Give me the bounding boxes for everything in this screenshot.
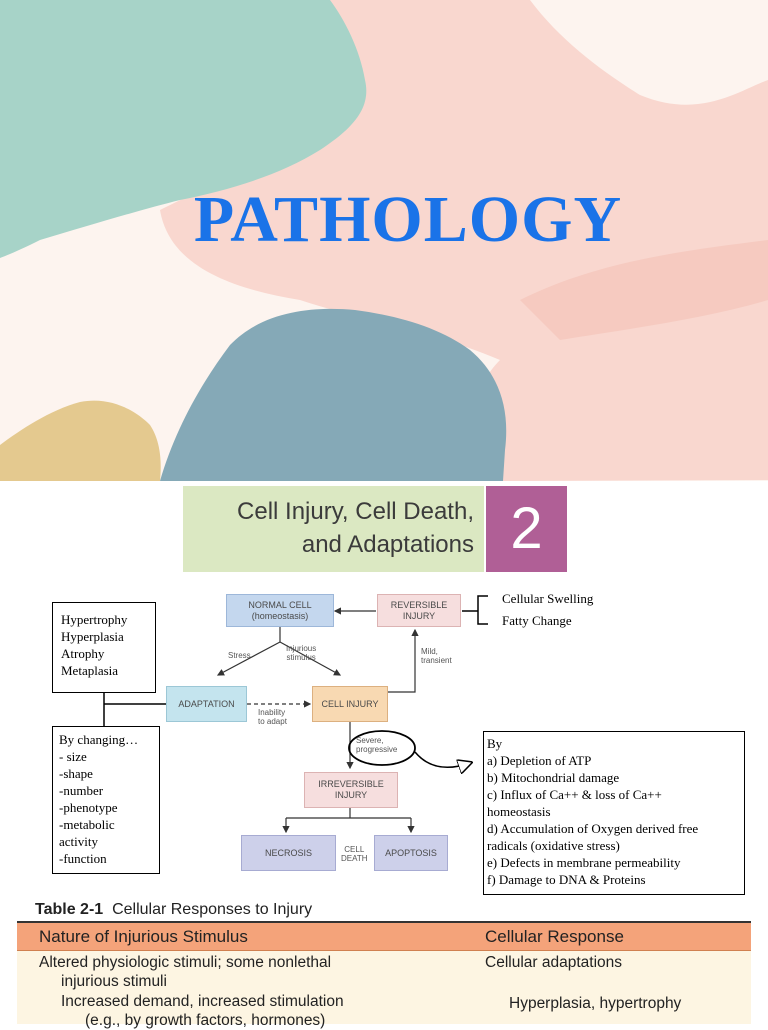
cell-death-label: CELL DEATH: [341, 845, 368, 863]
mechanisms-heading: By: [487, 736, 503, 751]
mechanism-item-5: d) Accumulation of Oxygen derived free: [487, 821, 699, 836]
cell-death-line1: CELL: [344, 845, 365, 854]
apoptosis-box: APOPTOSIS: [374, 835, 448, 871]
mild-transient-label: Mild, transient: [421, 647, 452, 665]
adaptation-type-4: Metaplasia: [61, 663, 119, 678]
adaptation-box: ADAPTATION: [166, 686, 247, 722]
table-body: Altered physiologic stimuli; some nonlet…: [17, 951, 751, 1029]
severe-line1: Severe,: [356, 736, 384, 745]
row1-response: Cellular adaptations: [485, 954, 623, 971]
chapter-number: 2: [486, 486, 567, 572]
adaptation-by-item-5: -metabolic: [59, 817, 115, 832]
adaptation-by-heading: By changing…: [59, 732, 139, 747]
adaptation-by-item-4: -phenotype: [59, 800, 118, 815]
cover-background-art: [0, 0, 768, 481]
adaptation-by-changing-box: By changing… - size -shape -number -phen…: [52, 726, 160, 874]
mechanism-item-3: c) Influx of Ca++ & loss of Ca++: [487, 787, 662, 802]
cell-injury-box: CELL INJURY: [312, 686, 388, 722]
irreversible-injury-line2: INJURY: [334, 790, 368, 800]
adaptation-type-3: Atrophy: [61, 646, 105, 661]
row2-response: Hyperplasia, hypertrophy: [509, 995, 682, 1012]
mechanism-item-7: e) Defects in membrane permeability: [487, 855, 681, 870]
reversible-change-1: Cellular Swelling: [502, 591, 594, 606]
row1-stimulus-line2: injurious stimuli: [61, 973, 167, 990]
inability-line2: to adapt: [258, 717, 287, 726]
cell-injury-diagram: NORMAL CELL (homeostasis) REVERSIBLE INJ…: [0, 580, 768, 900]
injurious-stimulus-line2: stimulus: [286, 653, 316, 662]
necrosis-label: NECROSIS: [264, 847, 312, 858]
injury-mechanisms-box: By a) Depletion of ATP b) Mitochondrial …: [483, 731, 745, 895]
cellular-responses-table: Table 2-1 Cellular Responses to Injury N…: [17, 897, 751, 1029]
reversible-change-2: Fatty Change: [502, 613, 572, 628]
irreversible-injury-box: IRREVERSIBLE INJURY: [304, 772, 398, 808]
mild-transient-line2: transient: [421, 656, 452, 665]
adaptation-by-item-6: activity: [59, 834, 98, 849]
injurious-stimulus-label: Injurious stimulus: [286, 644, 316, 662]
row2-stimulus-line1: Increased demand, increased stimulation: [61, 993, 344, 1010]
mild-transient-line1: Mild,: [421, 647, 438, 656]
row2-stimulus-line2: (e.g., by growth factors, hormones): [85, 1012, 326, 1029]
table-caption-number: Table 2-1: [35, 901, 104, 918]
diagram-connectors: [103, 595, 488, 834]
irreversible-injury-line1: IRREVERSIBLE: [318, 779, 384, 789]
cover-title: PATHOLOGY: [193, 183, 623, 256]
normal-cell-line2: (homeostasis): [251, 610, 309, 621]
injurious-stimulus-line1: Injurious: [286, 644, 317, 653]
severe-progressive-label: Severe, progressive: [356, 736, 397, 754]
chapter-header: Cell Injury, Cell Death, and Adaptations…: [183, 486, 567, 572]
mechanism-item-6: radicals (oxidative stress): [487, 838, 620, 853]
table-top-rule: [17, 921, 751, 923]
reversible-injury-line2: INJURY: [402, 610, 436, 621]
row1-stimulus-line1: Altered physiologic stimuli; some nonlet…: [39, 954, 332, 971]
mechanism-item-4: homeostasis: [487, 804, 551, 819]
adaptation-by-item-7: -function: [59, 851, 107, 866]
adaptation-type-1: Hypertrophy: [61, 612, 128, 627]
cover-banner: PATHOLOGY: [0, 0, 768, 481]
table-caption: Table 2-1 Cellular Responses to Injury: [35, 901, 312, 919]
mechanism-item-8: f) Damage to DNA & Proteins: [487, 872, 646, 887]
adaptation-by-item-3: -number: [59, 783, 104, 798]
table-header-row: Nature of Injurious Stimulus Cellular Re…: [17, 923, 751, 951]
cell-death-line2: DEATH: [341, 854, 368, 863]
table-header-stimulus: Nature of Injurious Stimulus: [39, 927, 248, 946]
adaptation-by-item-2: -shape: [59, 766, 93, 781]
adaptation-by-item-1: - size: [59, 749, 87, 764]
adaptation-label: ADAPTATION: [178, 698, 235, 709]
table-caption-text: Cellular Responses to Injury: [112, 901, 313, 918]
table-header-response: Cellular Response: [485, 927, 624, 946]
chapter-title-line1: Cell Injury, Cell Death,: [237, 498, 474, 525]
adaptation-type-2: Hyperplasia: [61, 629, 124, 644]
stress-label: Stress: [228, 651, 251, 660]
mechanism-item-1: a) Depletion of ATP: [487, 753, 592, 768]
inability-line1: Inability: [258, 708, 286, 717]
inability-to-adapt-label: Inability to adapt: [258, 708, 287, 726]
reversible-injury-box: REVERSIBLE INJURY: [377, 594, 461, 627]
severe-line2: progressive: [356, 745, 398, 754]
reversible-injury-line1: REVERSIBLE: [390, 599, 448, 610]
chapter-title-box: Cell Injury, Cell Death, and Adaptations: [183, 486, 484, 572]
cell-injury-label: CELL INJURY: [321, 698, 379, 709]
necrosis-box: NECROSIS: [241, 835, 336, 871]
normal-cell-box: NORMAL CELL (homeostasis): [226, 594, 334, 627]
chapter-title-line2: and Adaptations: [301, 531, 474, 558]
normal-cell-line1: NORMAL CELL: [248, 599, 312, 610]
adaptation-types-box: Hypertrophy Hyperplasia Atrophy Metaplas…: [52, 602, 156, 693]
mechanism-item-2: b) Mitochondrial damage: [487, 770, 620, 785]
apoptosis-label: APOPTOSIS: [385, 847, 437, 858]
